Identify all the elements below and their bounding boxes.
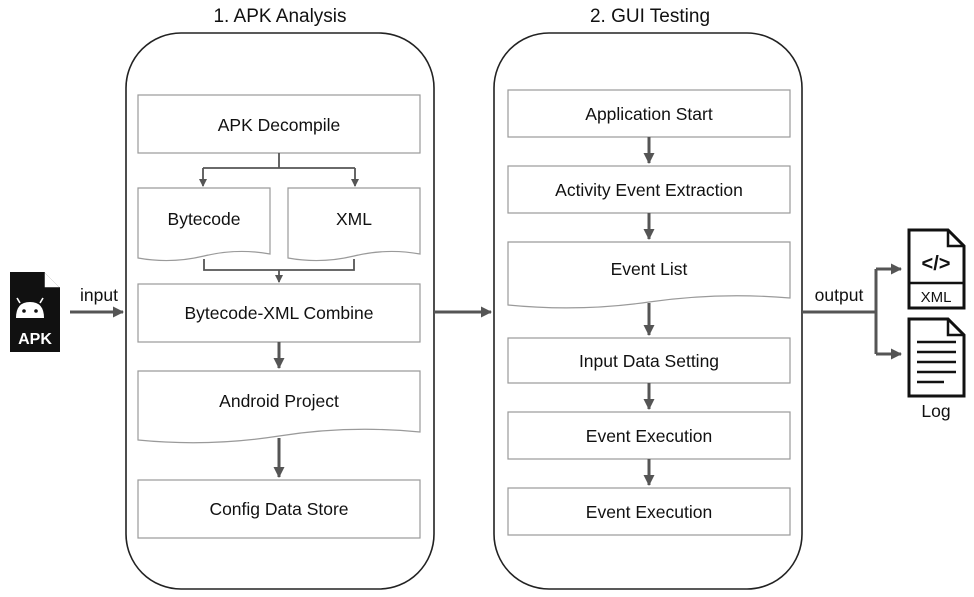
bytecode-document (137, 187, 271, 262)
output-connector (802, 269, 878, 354)
bytecode-xml-combine-label: Bytecode-XML Combine (184, 303, 373, 323)
event-execution-label-1: Event Execution (586, 426, 712, 446)
apk-decompile-label: APK Decompile (218, 115, 341, 135)
event-list-document (507, 241, 791, 309)
input-label: input (80, 285, 118, 305)
input-data-setting-label: Input Data Setting (579, 351, 719, 371)
gui-testing-title: 2. GUI Testing (590, 6, 710, 27)
event-execution-box-1 (507, 411, 791, 460)
application-start-box (507, 89, 791, 138)
log-label: Log (921, 401, 950, 421)
event-execution-label-2: Event Execution (586, 502, 712, 522)
application-start-label: Application Start (585, 104, 713, 124)
config-data-store-box (137, 479, 421, 539)
event-execution-box-2 (507, 487, 791, 536)
xml-document (287, 187, 421, 262)
apk-file-icon: APK (10, 272, 60, 352)
bytecode-xml-combine-box (137, 283, 421, 343)
android-project-label: Android Project (219, 391, 339, 411)
split-connector (203, 153, 355, 169)
apk-analysis-title: 1. APK Analysis (213, 6, 346, 27)
apk-icon-text: APK (18, 331, 52, 348)
xml-label: XML (336, 209, 372, 229)
xml-icon-text: XML (921, 289, 952, 306)
xml-file-icon: </> XML (907, 228, 966, 310)
input-data-setting-box (507, 337, 791, 384)
event-list-label: Event List (611, 259, 688, 279)
log-file-icon (907, 317, 966, 398)
output-label: output (815, 285, 864, 305)
code-icon: </> (922, 253, 951, 275)
bytecode-label: Bytecode (168, 209, 241, 229)
activity-event-extraction-label: Activity Event Extraction (555, 180, 743, 200)
activity-event-extraction-box (507, 165, 791, 214)
config-data-store-label: Config Data Store (209, 499, 348, 519)
android-project-document (137, 370, 421, 444)
